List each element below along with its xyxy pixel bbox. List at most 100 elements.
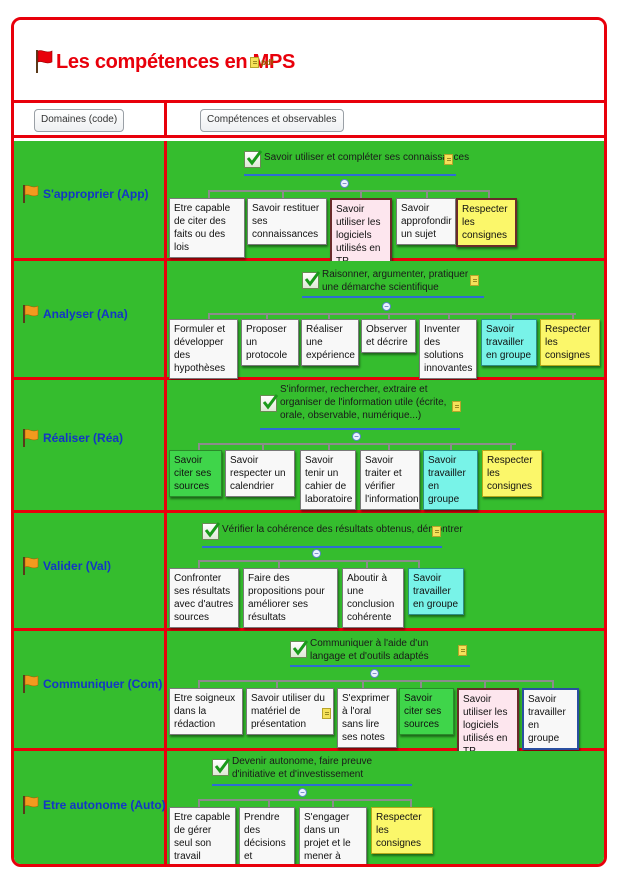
competence-box[interactable]: Respecter les consignes (540, 319, 600, 366)
connector (366, 560, 368, 569)
connector (362, 680, 364, 689)
connector (208, 190, 210, 199)
competence-box[interactable]: Savoir traiter et vérifier l'information (360, 450, 420, 510)
connector (388, 443, 390, 451)
collapse-icon[interactable]: − (340, 179, 349, 188)
competence-box[interactable]: Savoir travailler en groupe (481, 319, 537, 366)
connector (418, 560, 420, 569)
connector (328, 443, 330, 451)
competence-box[interactable]: Respecter les consignes (456, 198, 517, 247)
connector (278, 560, 280, 569)
competence-box[interactable]: Formuler et développer des hypothèses (169, 319, 238, 379)
competence-box[interactable]: Savoir travailler en groupe (522, 688, 579, 750)
root-ana[interactable]: Raisonner, argumenter, pratiquer une dém… (302, 268, 477, 294)
root-underline (202, 546, 442, 548)
note-icon[interactable] (470, 275, 479, 286)
note-icon[interactable] (250, 57, 259, 68)
column-divider (164, 631, 167, 748)
orange-flag-icon (23, 675, 39, 693)
root-val[interactable]: Vérifier la cohérence des résultats obte… (202, 522, 463, 540)
competence-box[interactable]: Réaliser une expérience (301, 319, 359, 366)
pdf-icon[interactable]: pdf (261, 58, 274, 67)
row-ana: Analyser (Ana) Raisonner, argumenter, pr… (14, 261, 604, 380)
competence-box[interactable]: S'engager dans un projet et le mener à t… (299, 807, 367, 864)
competence-box[interactable]: Savoir travailler en groupe (423, 450, 478, 510)
collapse-icon[interactable]: − (352, 432, 361, 441)
competence-box[interactable]: Savoir citer ses sources (399, 688, 454, 735)
connector (266, 313, 268, 320)
note-icon[interactable] (444, 154, 453, 165)
domain-com[interactable]: Communiquer (Com) (22, 674, 162, 694)
collapse-icon[interactable]: − (370, 669, 379, 678)
note-icon[interactable] (452, 401, 461, 412)
root-app[interactable]: Savoir utiliser et compléter ses connais… (244, 150, 469, 168)
competence-box[interactable]: Savoir utiliser du matériel de présentat… (246, 688, 334, 735)
connector (510, 313, 512, 320)
competence-box[interactable]: S'exprimer à l'oral sans lire ses notes (337, 688, 397, 748)
domain-auto[interactable]: Etre autonome (Auto) (22, 795, 166, 815)
checkmark-icon (302, 271, 321, 289)
header-row: Domaines (code) Compétences et observabl… (14, 103, 604, 138)
note-icon[interactable] (322, 708, 331, 719)
orange-flag-icon (23, 796, 39, 814)
connector (208, 190, 490, 192)
row-com: Communiquer (Com) Communiquer à l'aide d… (14, 631, 604, 763)
domains-header[interactable]: Domaines (code) (34, 109, 125, 132)
note-icon[interactable] (432, 526, 441, 537)
column-divider (164, 103, 167, 138)
competence-box[interactable]: Savoir utiliser les logiciels utilisés e… (330, 198, 392, 273)
competence-box[interactable]: Inventer des solutions innovantes (419, 319, 477, 379)
competence-box[interactable]: Respecter les consignes (482, 450, 542, 497)
orange-flag-icon (23, 429, 39, 447)
domain-rea[interactable]: Réaliser (Réa) (22, 428, 123, 448)
red-flag-icon (36, 50, 53, 73)
orange-flag-icon (23, 305, 39, 323)
competence-box[interactable]: Proposer un protocole (241, 319, 299, 366)
root-underline (212, 784, 412, 786)
competence-box[interactable]: Aboutir à une conclusion cohérente (342, 568, 404, 628)
competence-box[interactable]: Savoir restituer ses connaissances (247, 198, 327, 245)
domain-app[interactable]: S'approprier (App) (22, 184, 149, 204)
root-label: S'informer, rechercher, extraire et orga… (280, 384, 447, 421)
row-auto: Etre autonome (Auto) Devenir autonome, f… (14, 751, 604, 864)
connector (360, 190, 362, 199)
row-app: S'approprier (App) Savoir utiliser et co… (14, 141, 604, 273)
connector (388, 313, 390, 320)
competence-box[interactable]: Etre soigneux dans la rédaction (169, 688, 243, 735)
competence-box[interactable]: Faire des propositions pour améliorer se… (243, 568, 338, 628)
root-rea[interactable]: S'informer, rechercher, extraire et orga… (260, 383, 456, 422)
connector (276, 680, 278, 689)
competences-header[interactable]: Compétences et observables (200, 109, 344, 132)
competence-box[interactable]: Etre capable de citer des faits ou des l… (169, 198, 245, 258)
domain-label: Communiquer (Com) (43, 677, 163, 691)
competence-box[interactable]: Savoir citer ses sources (169, 450, 222, 497)
competence-box[interactable]: Prendre des décisions et anticiper (239, 807, 295, 864)
connector (420, 680, 422, 689)
competence-box[interactable]: Observer et décrire (361, 319, 416, 353)
domain-val[interactable]: Valider (Val) (22, 556, 111, 576)
connector (198, 799, 200, 808)
competence-box[interactable]: Savoir approfondir un sujet (396, 198, 456, 245)
connector (198, 799, 412, 801)
root-com[interactable]: Communiquer à l'aide d'un langage et d'o… (290, 637, 462, 663)
connector (198, 560, 200, 569)
note-icon[interactable] (458, 645, 467, 656)
root-auto[interactable]: Devenir autonome, faire preuve d'initiat… (212, 755, 412, 781)
collapse-icon[interactable]: − (312, 549, 321, 558)
column-divider (164, 380, 167, 510)
connector (410, 799, 412, 808)
collapse-icon[interactable]: − (382, 302, 391, 311)
competence-box[interactable]: Confronter ses résultats avec d'autres s… (169, 568, 239, 628)
checkmark-icon (212, 758, 231, 776)
domain-ana[interactable]: Analyser (Ana) (22, 304, 128, 324)
connector (208, 313, 210, 320)
root-underline (260, 428, 460, 430)
connector (332, 799, 334, 808)
competence-box[interactable]: Savoir tenir un cahier de laboratoire (300, 450, 356, 510)
competence-box[interactable]: Savoir respecter un calendrier (225, 450, 295, 497)
competence-box[interactable]: Respecter les consignes (371, 807, 433, 854)
competence-box[interactable]: Etre capable de gérer seul son travail (169, 807, 236, 864)
collapse-icon[interactable]: − (298, 788, 307, 797)
column-divider (164, 261, 167, 377)
competence-box[interactable]: Savoir travailler en groupe (408, 568, 464, 615)
